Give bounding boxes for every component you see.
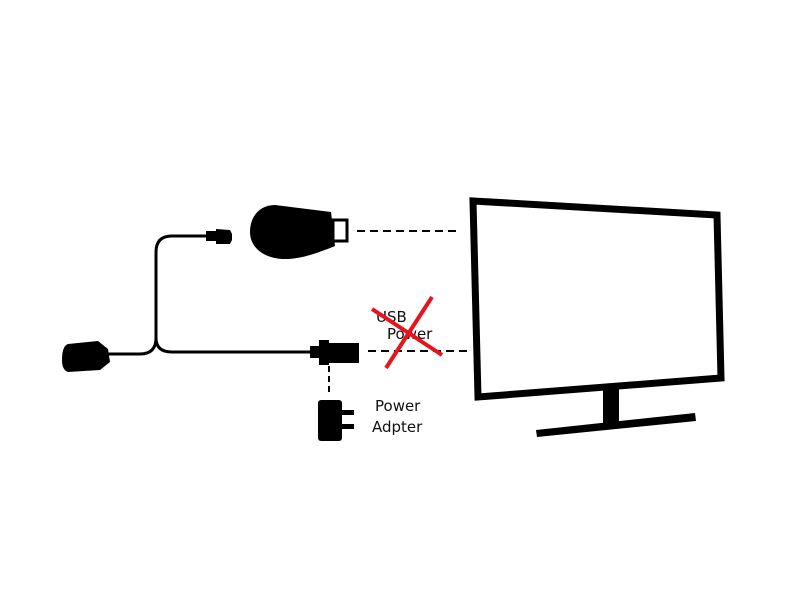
monitor-icon: [469, 197, 725, 437]
power-adapter-label-line1: Power: [375, 397, 421, 415]
usb-connector-icon: [310, 340, 359, 365]
usb-power-label-line1: USB: [376, 308, 407, 326]
y-cable: [106, 234, 312, 356]
cross-out-icon: [370, 295, 444, 370]
micro-usb-connector-icon: [206, 229, 232, 244]
hdmi-dongle-icon: [250, 205, 349, 260]
cable-to-usb: [154, 336, 312, 354]
monitor-base: [536, 413, 696, 437]
cable-hub-icon: [62, 341, 110, 372]
power-adapter-label-line2: Adpter: [372, 418, 423, 436]
cable-to-dongle: [106, 234, 208, 356]
dongle-plug: [331, 218, 349, 243]
dongle-body: [250, 205, 335, 260]
monitor-screen: [469, 197, 725, 401]
power-adapter-icon: [318, 400, 354, 441]
monitor-neck: [603, 385, 619, 425]
